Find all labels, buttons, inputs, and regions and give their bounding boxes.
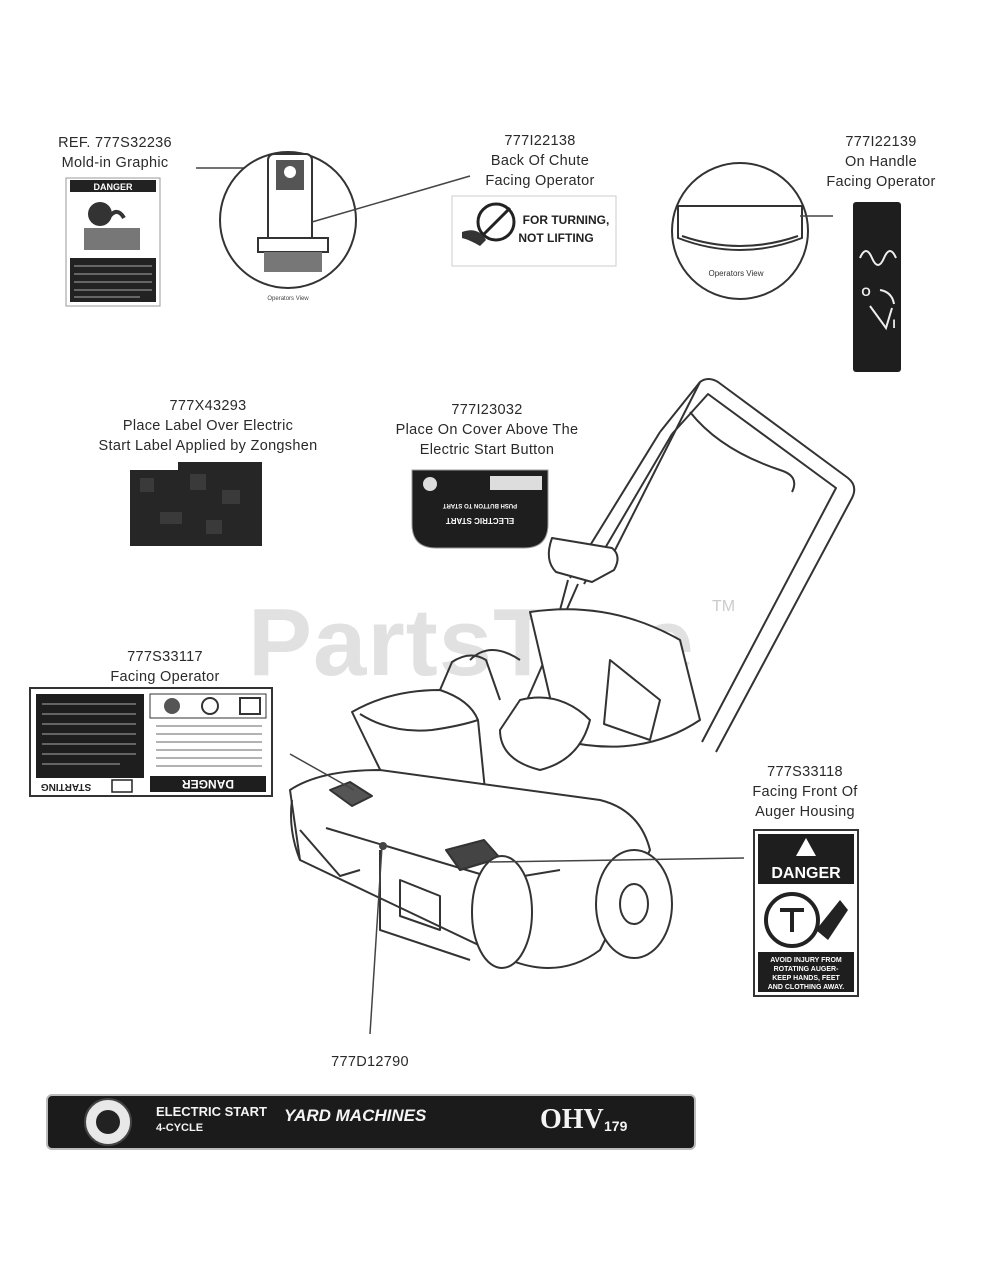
operator-danger-text: DANGER bbox=[182, 777, 234, 791]
operator-danger-label[interactable]: STARTING DANGER bbox=[29, 687, 273, 797]
leader-line bbox=[489, 857, 745, 863]
banner-electric-start: ELECTRIC START bbox=[156, 1104, 267, 1119]
chute-operator-view: Operators View bbox=[219, 151, 357, 302]
operator-starting-text: STARTING bbox=[41, 781, 92, 792]
leader-line bbox=[311, 175, 471, 223]
chute-text-1: FOR TURNING, bbox=[523, 213, 610, 227]
electric-start-cover-label[interactable] bbox=[130, 462, 262, 546]
logo-badge bbox=[84, 1098, 132, 1146]
chute-turning-label[interactable]: FOR TURNING, NOT LIFTING bbox=[451, 195, 617, 267]
auger-danger-text: DANGER bbox=[771, 865, 841, 882]
handle-control-label[interactable]: O I bbox=[853, 202, 901, 372]
banner-cc: 179 bbox=[604, 1118, 628, 1134]
push-button-text: PUSH BUTTON TO START bbox=[443, 502, 518, 508]
handle-on-text: I bbox=[892, 317, 895, 331]
auger-text-4: AND CLOTHING AWAY. bbox=[768, 984, 845, 991]
auger-text-3: KEEP HANDS, FEET bbox=[772, 975, 840, 982]
banner-ohv: OHV bbox=[540, 1104, 604, 1135]
handle-operator-view: Operators View bbox=[671, 162, 809, 300]
operators-view-text-1: Operators View bbox=[267, 296, 309, 302]
mold-in-danger-label[interactable]: DANGER bbox=[65, 177, 161, 307]
auger-text-1: AVOID INJURY FROM bbox=[770, 957, 842, 964]
leader-dot bbox=[379, 842, 387, 850]
leader-line bbox=[369, 845, 383, 1035]
operators-view-text-2: Operators View bbox=[709, 269, 764, 278]
mold-danger-text: DANGER bbox=[93, 182, 133, 192]
handle-off-text: O bbox=[861, 285, 870, 299]
auger-danger-label[interactable]: DANGER AVOID INJURY FROM ROTATING AUGER-… bbox=[753, 829, 859, 997]
caption-bottom: 777D12790 bbox=[331, 1054, 409, 1070]
chute-text-2: NOT LIFTING bbox=[518, 231, 593, 245]
watermark-tm: TM bbox=[712, 598, 736, 615]
snow-blower-drawing bbox=[289, 378, 856, 969]
leader-line bbox=[289, 753, 355, 791]
banner-cycle: 4-CYCLE bbox=[156, 1122, 204, 1134]
auger-text-2: ROTATING AUGER- bbox=[774, 966, 839, 973]
brand-decal-banner[interactable]: ELECTRIC START 4-CYCLE YARD MACHINES OHV… bbox=[46, 1094, 696, 1150]
banner-brand: YARD MACHINES bbox=[284, 1106, 427, 1125]
electric-start-button-label[interactable]: ELECTRIC START PUSH BUTTON TO START bbox=[411, 469, 549, 549]
electric-start-text: ELECTRIC START bbox=[446, 516, 514, 525]
